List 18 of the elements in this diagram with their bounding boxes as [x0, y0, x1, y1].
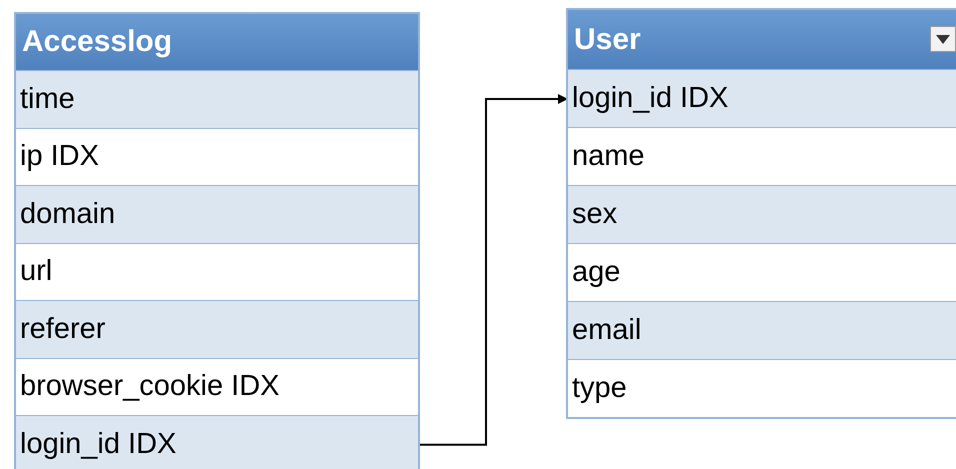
table-row: domain	[15, 186, 419, 244]
table-row: url	[15, 244, 419, 301]
table-row: email	[567, 302, 956, 360]
table-row: login_id IDX	[15, 416, 419, 469]
table-row: age	[567, 244, 956, 302]
table-row: name	[567, 128, 956, 186]
table-row: type	[567, 360, 956, 418]
table-header: User	[567, 9, 956, 70]
table-row: login_id IDX	[567, 70, 956, 128]
table-row: ip IDX	[15, 128, 419, 186]
table-header: Accesslog	[15, 13, 419, 71]
table	[14, 12, 420, 469]
table-row: browser_cookie IDX	[15, 358, 419, 416]
arrow	[419, 94, 568, 446]
table-row: sex	[567, 186, 956, 244]
table-row: time	[15, 71, 419, 128]
table	[566, 8, 956, 419]
table-row: referer	[15, 301, 419, 358]
